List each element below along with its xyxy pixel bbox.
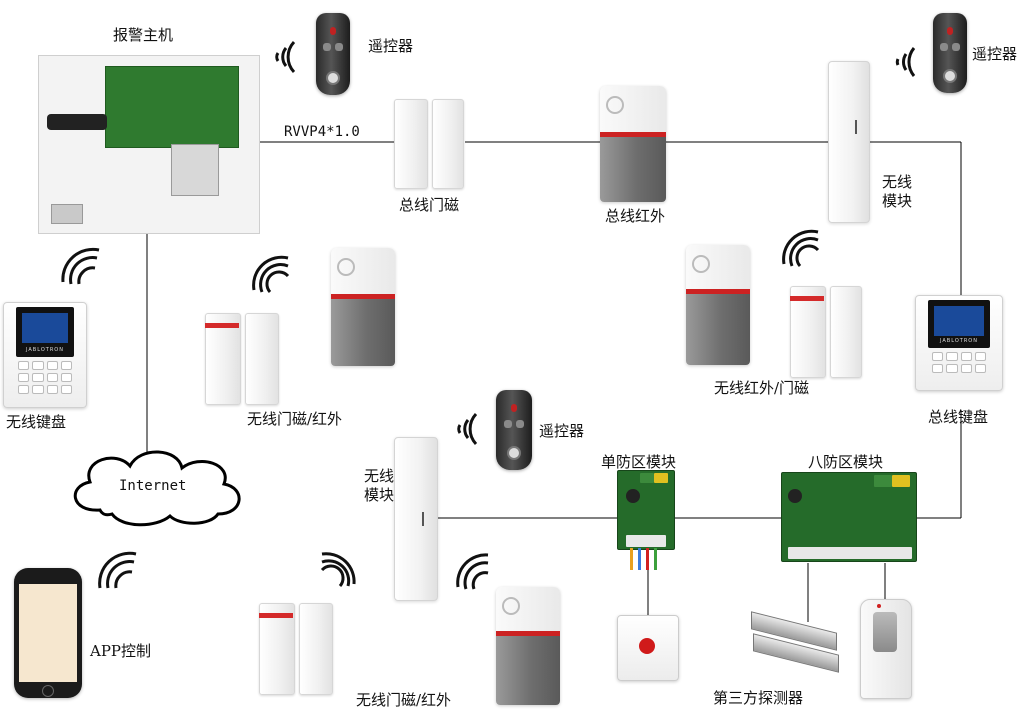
main-pcb xyxy=(105,66,239,148)
third-party-pir xyxy=(860,599,912,699)
eight-zone-module xyxy=(781,472,917,562)
eight-zone-label: 八防区模块 xyxy=(808,453,884,471)
wireless-pir-detector xyxy=(496,587,560,705)
remote-label-2: 遥控器 xyxy=(972,45,1018,63)
single-zone-label: 单防区模块 xyxy=(601,453,677,471)
smartphone xyxy=(14,568,82,698)
battery-strap xyxy=(47,114,107,130)
third-party-label: 第三方探测器 xyxy=(713,689,804,707)
bus-pir-detector xyxy=(600,86,666,202)
app-label: APP控制 xyxy=(90,642,152,660)
keypad-brand: JABLOTRON xyxy=(940,338,978,344)
wireless-door-pir-label: 无线门磁/红外 xyxy=(247,410,343,428)
wireless-signal-icon xyxy=(275,40,296,74)
wireless-signal-icon xyxy=(782,229,820,267)
remote-control xyxy=(933,13,967,93)
single-zone-wires xyxy=(628,548,670,570)
wireless-signal-icon xyxy=(252,255,290,293)
wireless-door-contact xyxy=(205,313,279,405)
bus-door-label: 总线门磁 xyxy=(399,196,460,214)
cable-label: RVVP4*1.0 xyxy=(284,124,360,140)
wireless-module-top xyxy=(828,61,870,223)
remote-control xyxy=(316,13,350,95)
wireless-signal-icon xyxy=(456,553,489,590)
wireless-module-label-bottom-2: 模块 xyxy=(364,486,395,504)
wireless-module-bottom xyxy=(394,437,438,601)
wireless-module-label-top-2: 模块 xyxy=(882,192,913,210)
keypad-brand: JABLOTRON xyxy=(26,347,64,353)
wireless-signal-icon xyxy=(61,247,100,285)
wireless-door-contact xyxy=(790,286,862,378)
bus-door-contact xyxy=(394,99,464,189)
wireless-signal-icon xyxy=(895,47,916,77)
terminal-block xyxy=(51,204,83,224)
alarm-panel xyxy=(38,55,260,234)
main-unit-label: 报警主机 xyxy=(113,26,174,44)
wireless-door-pir-label-bottom: 无线门磁/红外 xyxy=(356,691,452,709)
internet-label: Internet xyxy=(119,478,187,494)
wireless-signal-icon xyxy=(320,552,356,587)
wireless-signal-icon xyxy=(98,551,137,589)
wireless-module-label-top-1: 无线 xyxy=(882,173,913,191)
bus-pir-label: 总线红外 xyxy=(605,207,666,225)
wireless-pir-detector xyxy=(686,245,750,365)
remote-label-1: 遥控器 xyxy=(368,37,414,55)
wireless-door-contact xyxy=(259,603,333,695)
wireless-pir-door-label: 无线红外/门磁 xyxy=(714,379,810,397)
emergency-button xyxy=(617,615,679,681)
internet-cloud xyxy=(73,450,241,527)
wireless-pir-detector xyxy=(331,248,395,366)
wireless-module-label-bottom-1: 无线 xyxy=(364,467,395,485)
bus-keypad-label: 总线键盘 xyxy=(928,408,989,426)
magnetic-contact xyxy=(751,611,839,673)
wireless-signal-icon xyxy=(457,412,478,446)
bus-keypad: JABLOTRON xyxy=(915,295,1003,391)
remote-label-3: 遥控器 xyxy=(539,422,585,440)
wireless-keypad-label: 无线键盘 xyxy=(6,413,67,431)
remote-control xyxy=(496,390,532,470)
transformer xyxy=(171,144,219,196)
single-zone-module xyxy=(617,470,675,550)
wireless-keypad: JABLOTRON xyxy=(3,302,87,408)
